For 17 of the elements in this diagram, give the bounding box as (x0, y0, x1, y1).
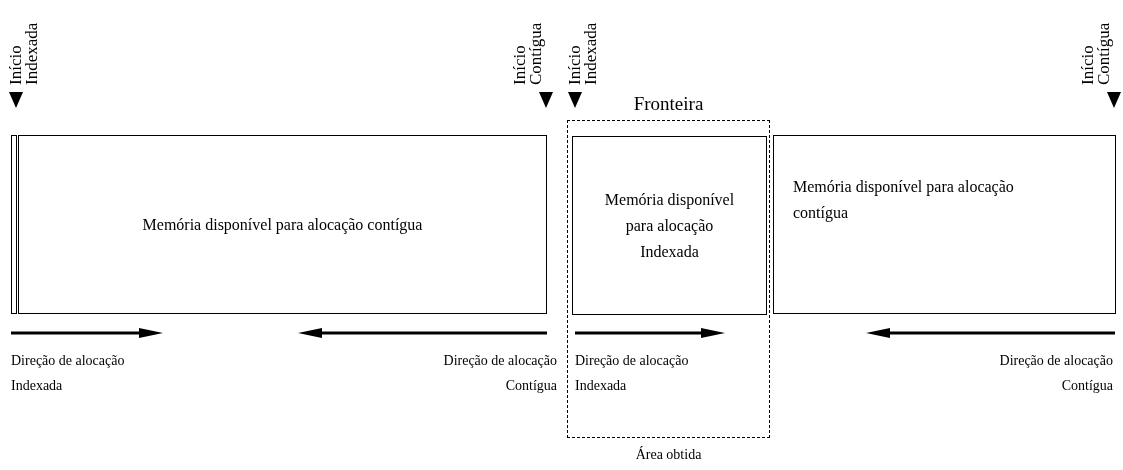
region-title: Fronteira (633, 93, 704, 115)
memory-block (773, 135, 1116, 314)
direction-label: Direção de alocação Indexada (11, 352, 126, 395)
block-label: Memória disponível para alocação Indexada (603, 189, 736, 262)
region-caption: Área obtida (635, 447, 702, 463)
direction-label: Direção de alocação Contígua (442, 352, 557, 395)
memory-strip (11, 135, 17, 314)
start-label: Início Indexada (567, 21, 599, 85)
block-label: Memória disponível para alocação contígua (793, 177, 1015, 224)
direction-label: Direção de alocação Contígua (998, 352, 1113, 395)
start-label: Início Indexada (8, 21, 40, 85)
memory-block (18, 135, 547, 314)
direction-label: Direção de alocação Indexada (575, 352, 690, 395)
start-label: Início Contígua (1080, 21, 1112, 85)
memory-block (572, 136, 767, 315)
block-label: Memória disponível para alocação contígua (141, 214, 424, 236)
start-label: Início Contígua (512, 21, 544, 85)
